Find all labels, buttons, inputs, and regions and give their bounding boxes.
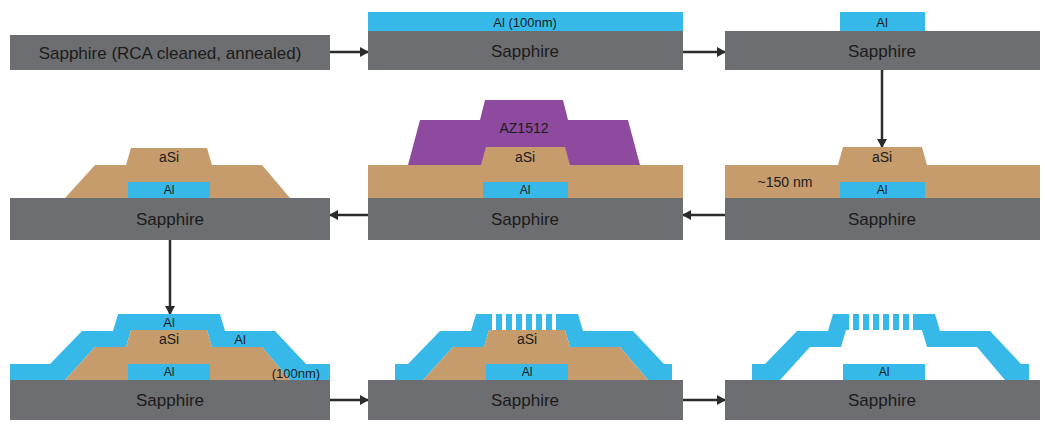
process-arrow [881,70,884,147]
layer-label: AZ1512 [499,121,548,135]
layer-label: aSi [872,150,892,164]
layer-label: Al [520,184,531,196]
layer-label: Sapphire [848,211,916,228]
substrate: Sapphire [368,31,683,70]
process-arrow [330,399,368,402]
al-pad: Al [483,182,568,198]
layer-label: Al [164,184,175,196]
process-arrow [683,214,725,217]
layer-label: (100nm) [272,367,320,380]
process-arrow [683,51,725,54]
layer-label: Sapphire [136,211,204,228]
layer-label: Sapphire [491,211,559,228]
layer-label: Al [876,16,888,29]
layer-label: Sapphire [491,43,559,60]
process-arrow [169,240,172,314]
layer-label: aSi [159,150,179,164]
substrate: Sapphire [725,198,1040,240]
asi-layer: aSiAl [65,330,290,380]
al-bridge [752,314,1029,380]
al-pad: Al [486,364,568,380]
layer-label: Al [164,366,175,378]
layer-label: ~150 nm [758,175,813,189]
layer-label: Al (100nm) [493,16,557,29]
layer-label: Sapphire [848,392,916,409]
substrate: Sapphire (RCA cleaned, annealed) [10,35,330,70]
layer-label: Al [234,333,246,346]
al-top-layer [395,314,672,380]
layer-label: Al [522,366,533,378]
substrate: Sapphire [725,380,1040,420]
asi-layer: aSi ~150 nm Al [725,147,1040,198]
layer-label: Al [879,366,890,378]
al-slits [849,314,913,330]
process-arrow [330,214,368,217]
layer-label: Al [163,316,175,329]
asi-layer: aSiAl [65,148,290,198]
asi-layer: aSiAl [368,147,683,198]
al-pad: Al [128,182,210,198]
substrate: Sapphire [368,198,683,240]
al-pad: Al [840,182,925,198]
al-pad: Al [128,364,210,380]
layer-label: Sapphire (RCA cleaned, annealed) [39,45,302,62]
al-layer: Al (100nm) [368,12,683,31]
al-slits [492,314,556,330]
substrate: Sapphire [10,380,330,420]
al-pad: Al [840,12,925,31]
layer-label: Al [877,184,888,196]
layer-label: aSi [159,332,179,346]
asi-layer: aSiAl [423,330,648,380]
substrate: Sapphire [725,31,1040,70]
process-arrow [683,399,725,402]
substrate: Sapphire [10,198,330,240]
layer-label: Sapphire [848,43,916,60]
layer-label: aSi [515,150,535,164]
layer-label: Sapphire [136,392,204,409]
layer-label: Sapphire [491,392,559,409]
substrate: Sapphire [368,380,683,420]
al-pad: Al [843,364,925,380]
process-arrow [330,51,368,54]
layer-label: aSi [517,332,537,346]
